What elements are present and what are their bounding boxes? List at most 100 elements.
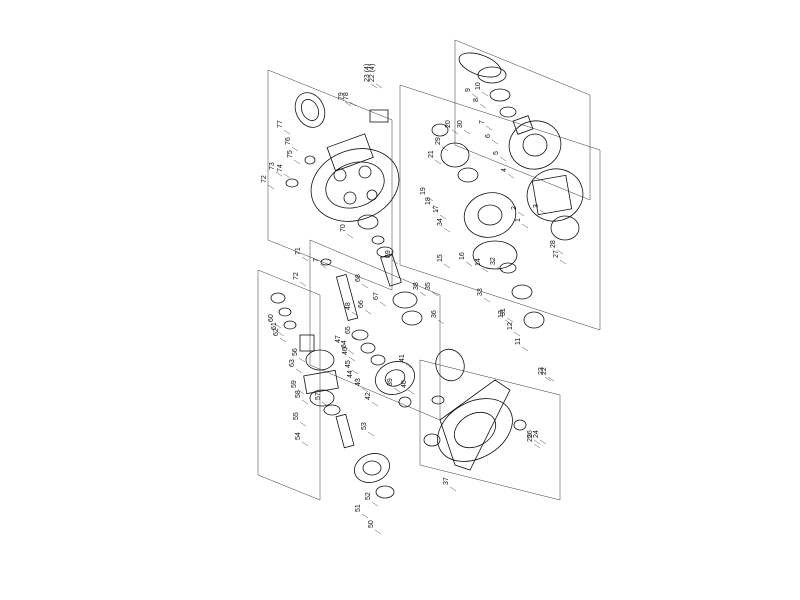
part-label: 29 [435, 137, 442, 145]
part-label: 30 [457, 120, 464, 128]
part-label: 42 [365, 392, 372, 400]
part-label: 13 [498, 310, 505, 318]
part-label: 9 [465, 88, 472, 92]
part-label: 4 [501, 168, 508, 172]
part-label: 64 [341, 340, 348, 348]
leader-line [393, 387, 401, 393]
part-label: 8 [473, 98, 480, 102]
part-label: 34 [437, 218, 444, 226]
leader-line [291, 146, 299, 152]
part-label: 75 [287, 150, 294, 158]
part-label: 46 [342, 347, 349, 355]
part-label: 33 [477, 288, 484, 296]
leader-line [521, 223, 529, 229]
leader-line [463, 129, 471, 135]
leader-line [479, 103, 487, 109]
leader-line [443, 227, 451, 233]
part-label: 52 [365, 492, 372, 500]
leader-line [471, 93, 479, 99]
part-label: 35 [425, 282, 432, 290]
leader-line [293, 159, 301, 165]
part-label: 15 [437, 254, 444, 262]
part-label: 18 [425, 197, 432, 205]
assembly-frames [257, 39, 601, 501]
part-label: 50 [368, 520, 375, 528]
leader-line [267, 184, 275, 190]
leader-line [451, 129, 459, 135]
leader-line [371, 501, 379, 507]
leader-line [341, 344, 349, 350]
part-label: 39 [387, 378, 394, 386]
part-label: 14 [475, 258, 482, 266]
leader-line [347, 349, 355, 355]
part-label: 58 [295, 390, 302, 398]
stack-lower-left [270, 292, 395, 499]
leader-line [539, 439, 547, 445]
leader-line [351, 311, 359, 317]
leader-line [379, 301, 387, 307]
leader-line [297, 389, 305, 395]
part-label: 38 [413, 282, 420, 290]
part-label: 59 [291, 380, 298, 388]
part-label: 7 [479, 120, 486, 124]
leader-line [275, 171, 283, 177]
part-label: 41 [399, 354, 406, 362]
part-label: 5 [493, 151, 500, 155]
part-label: 21 [428, 150, 435, 158]
part-label: 45 [345, 360, 352, 368]
part-label: 28 [550, 240, 557, 248]
leader-line [441, 146, 449, 152]
leader-line [391, 259, 399, 265]
leader-line [491, 139, 499, 145]
part-label: 23 (4) [364, 64, 371, 82]
leader-line [283, 129, 291, 135]
leader-line [279, 337, 287, 343]
part-label: 79 [338, 92, 345, 100]
leader-line [496, 266, 504, 272]
leader-line [431, 291, 439, 297]
leader-line [361, 513, 369, 519]
leader-line [521, 346, 529, 352]
part-label: 56 [292, 348, 299, 356]
part-label: 66 [358, 300, 365, 308]
shaft-middle [320, 214, 423, 408]
leader-line [277, 331, 285, 337]
part-label: 74 [277, 164, 284, 172]
part-label: 71 [295, 247, 302, 255]
part-label: 77 [277, 120, 284, 128]
leader-line [301, 256, 309, 262]
leader-line [349, 101, 357, 107]
part-label: 43 [355, 378, 362, 386]
part-label: 68 [355, 274, 362, 282]
housing-upper-left [285, 92, 400, 222]
leader-line [513, 331, 521, 337]
leader-line [465, 261, 473, 267]
leader-line [295, 368, 303, 374]
part-label: 23 [538, 367, 545, 375]
part-label: 60 [268, 314, 275, 322]
leader-line [485, 125, 493, 131]
part-label: 24 [533, 430, 540, 438]
leader-line [544, 376, 552, 382]
part-label: 53 [361, 422, 368, 430]
leader-line [559, 259, 567, 265]
part-label: 47 [335, 335, 342, 343]
leader-line [374, 529, 382, 535]
leader-line [556, 249, 564, 255]
leader-line [407, 389, 415, 395]
part-label: 73 [269, 162, 276, 170]
part-label: 1 [515, 218, 522, 222]
leader-line [481, 267, 489, 273]
part-label: 27 [553, 250, 560, 258]
leader-line [299, 281, 307, 287]
leader-line [301, 399, 309, 405]
leader-line [504, 319, 512, 325]
leader-line [319, 263, 327, 269]
part-label: 40 [401, 380, 408, 388]
part-label: 48 [345, 302, 352, 310]
part-label: 55 [293, 412, 300, 420]
leader-line [547, 376, 555, 382]
